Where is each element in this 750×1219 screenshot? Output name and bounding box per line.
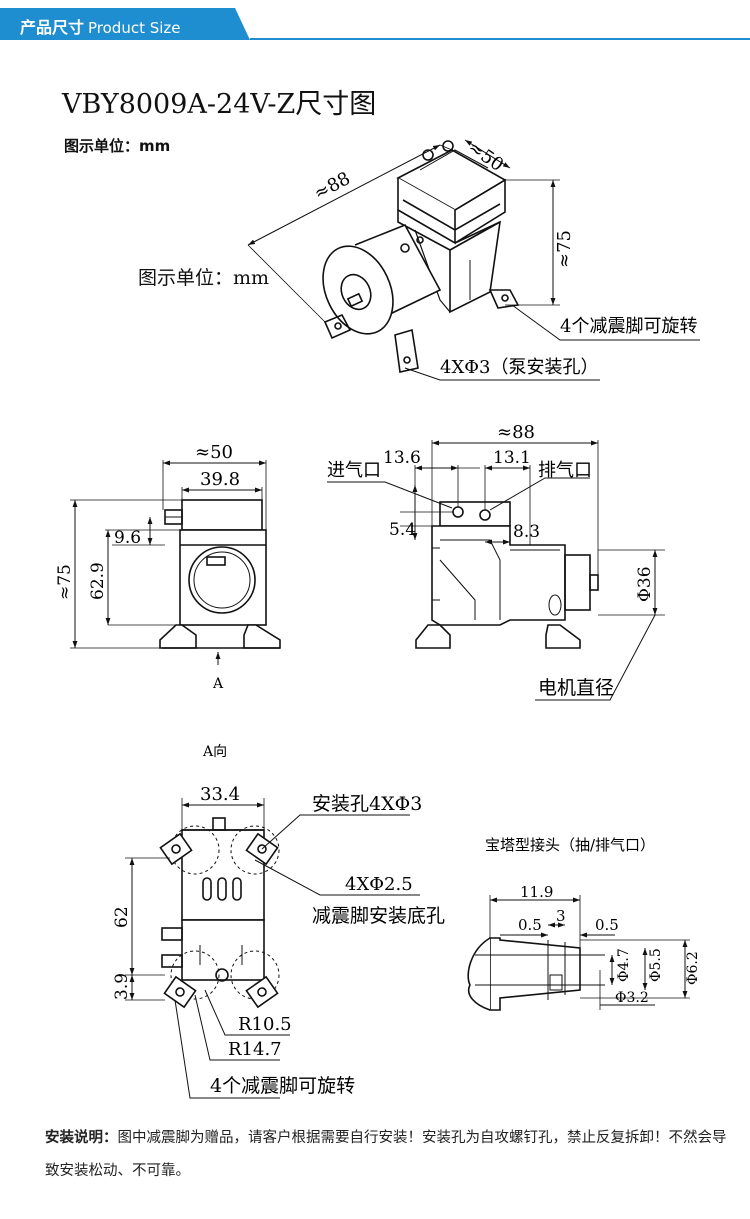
side-view	[327, 440, 665, 701]
bottom-callout-feet: 4个减震脚可旋转	[210, 1075, 355, 1097]
bottom-callout-foot-holes: 减震脚安装底孔	[312, 905, 445, 927]
header-rule	[250, 38, 750, 40]
iso-dim-height: ≈75	[554, 230, 575, 268]
barb-dim-length: 11.9	[520, 883, 553, 901]
side-dim-outlet-pos: 13.1	[493, 448, 531, 468]
side-dim-port-gap: 8.3	[513, 522, 540, 542]
barb-title: 宝塔型接头（抽/排气口）	[485, 836, 655, 854]
install-note: 安装说明：图中减震脚为赠品，请客户根据需要自行安装！安装孔为自攻螺钉孔，禁止反复…	[45, 1122, 735, 1188]
barb-dim-d2: Φ5.5	[648, 948, 664, 982]
bottom-dim-r1: R10.5	[238, 1014, 292, 1035]
front-dim-width: ≈50	[195, 442, 233, 463]
barb-dim-d1: Φ4.7	[616, 948, 632, 982]
iso-view	[247, 139, 700, 381]
side-motor-label: 电机直径	[538, 677, 614, 699]
front-view	[70, 460, 281, 665]
barb-dim-hole: Φ3.2	[615, 990, 649, 1006]
side-dim-inlet-pos: 13.6	[383, 448, 421, 468]
iso-callout-feet: 4个减震脚可旋转	[560, 316, 697, 337]
header-title-en: Product Size	[88, 19, 181, 37]
unit-label: 图示单位：mm	[64, 137, 171, 155]
bottom-view-label: A向	[202, 744, 227, 760]
bottom-view	[125, 798, 420, 1099]
side-dim-motor-dia: Φ36	[635, 566, 655, 602]
bottom-callout-holes: 安装孔4XΦ3	[312, 793, 422, 815]
front-dim-body-height: 62.9	[88, 562, 108, 600]
barb-dim-d3: Φ6.2	[685, 951, 701, 985]
side-inlet-label: 进气口	[327, 460, 381, 481]
barb-dim-c: 0.5	[595, 916, 619, 934]
header-tab	[0, 8, 250, 40]
bottom-dim-offset: 3.9	[112, 973, 132, 1000]
bottom-dim-r2: R14.7	[228, 1039, 282, 1060]
front-dim-inlet: 9.6	[114, 528, 141, 548]
barb-dim-b: 3	[556, 907, 566, 925]
front-dim-total: ≈75	[55, 564, 75, 600]
side-dim-length: ≈88	[497, 422, 535, 443]
barb-view	[467, 895, 690, 1011]
install-note-label: 安装说明：	[45, 1130, 118, 1146]
bottom-dim-height: 62	[112, 906, 132, 928]
page-title: VBY8009A-24V-Z尺寸图	[62, 89, 377, 120]
front-view-arrow-label: A	[212, 676, 224, 692]
barb-dim-a: 0.5	[518, 916, 542, 934]
side-outlet-label: 排气口	[538, 460, 592, 481]
header-title-cn: 产品尺寸	[20, 18, 85, 37]
iso-callout-holes: 4XΦ3（泵安装孔）	[440, 357, 598, 378]
front-dim-body: 39.8	[200, 469, 240, 490]
bottom-callout-foot-holes-count: 4XΦ2.5	[345, 874, 413, 895]
bottom-dim-width: 33.4	[200, 784, 240, 805]
iso-dim-length: ≈88	[310, 168, 353, 204]
side-dim-port-height: 5.4	[389, 520, 416, 540]
iso-unit-label: 图示单位：mm	[138, 267, 269, 289]
install-note-text: 图中减震脚为赠品，请客户根据需要自行安装！安装孔为自攻螺钉孔，禁止反复拆卸！不然…	[45, 1130, 727, 1179]
